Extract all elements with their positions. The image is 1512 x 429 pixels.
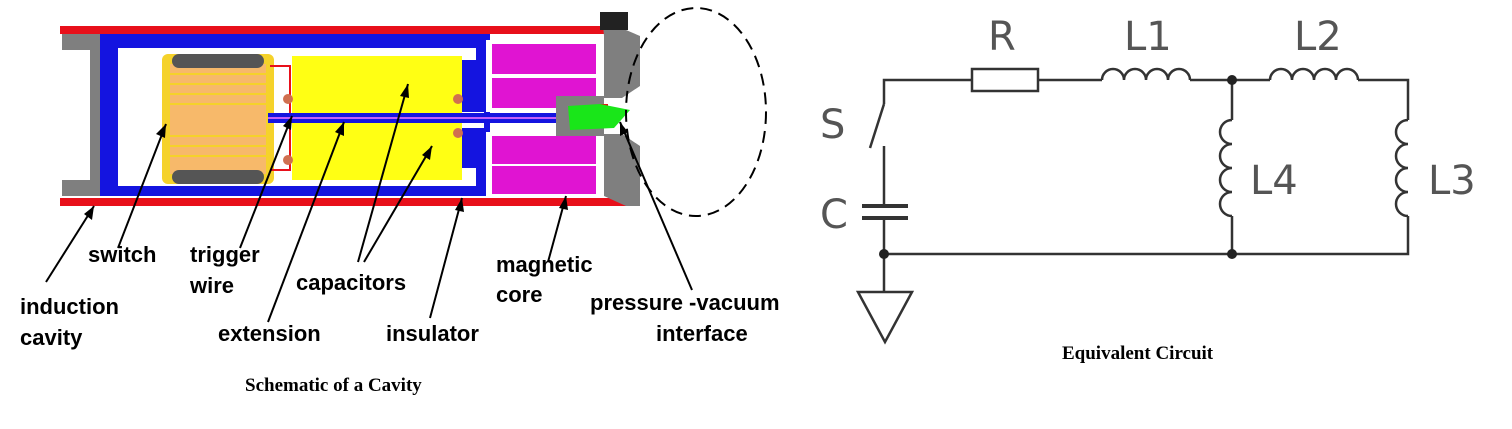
- node-left: [879, 249, 889, 259]
- capacitor-terminal: [453, 128, 463, 138]
- capacitor-terminal: [283, 94, 293, 104]
- interface-dashed-outline: [625, 7, 767, 217]
- outer-wall-bottom: [60, 198, 628, 206]
- label-l1: L1: [1124, 14, 1172, 60]
- ground-icon: [855, 290, 915, 345]
- label-trigger: trigger: [190, 242, 260, 267]
- switch-coil-windings: [166, 73, 270, 157]
- switch-s-blade: [868, 103, 886, 149]
- node-bottom: [1227, 249, 1237, 259]
- arrowhead-interface: [620, 122, 628, 136]
- arrow-capacitor-1: [357, 83, 409, 263]
- arrowhead-extension: [335, 122, 344, 136]
- arrow-insulator: [429, 197, 463, 319]
- arrowhead-trigger: [283, 116, 292, 130]
- arrowhead-switch: [156, 124, 166, 138]
- housing-right-lower: [604, 134, 640, 206]
- arrow-capacitor-2: [363, 145, 433, 263]
- label-c: C: [820, 192, 848, 238]
- housing-cap: [600, 12, 628, 30]
- label-pressure-vacuum: pressure -vacuum: [590, 290, 780, 315]
- inductor-l3: [1394, 118, 1409, 218]
- wire-l2-l3: [1358, 78, 1410, 120]
- label-core: core: [496, 282, 542, 307]
- inductor-l2: [1268, 67, 1360, 81]
- arrowhead-induction: [84, 206, 94, 220]
- inductor-l4: [1218, 118, 1233, 218]
- label-s: S: [820, 102, 845, 148]
- equivalent-circuit: S C R L1 L2 L4 L3 Equivalent Circuit: [820, 14, 1476, 364]
- pointer-lines: [45, 83, 693, 323]
- label-wire: wire: [189, 273, 234, 298]
- inductor-l1: [1100, 67, 1192, 81]
- label-magnetic: magnetic: [496, 252, 593, 277]
- arrowhead-magnetic: [559, 196, 568, 210]
- arrow-induction: [45, 205, 95, 283]
- arrowhead-insulator: [455, 198, 464, 212]
- label-switch: switch: [88, 242, 156, 267]
- label-insulator: insulator: [386, 321, 479, 346]
- arrow-trigger: [239, 115, 293, 249]
- magnetic-core: [486, 40, 602, 196]
- arrowhead-capacitor-2: [422, 146, 432, 160]
- circuit-caption: Equivalent Circuit: [1062, 343, 1214, 364]
- schematic-caption: Schematic of a Cavity: [245, 375, 422, 396]
- interface-green: [568, 104, 630, 130]
- arrow-extension: [267, 121, 345, 323]
- arrow-interface: [619, 121, 693, 291]
- outer-wall-top: [60, 26, 612, 34]
- arrow-switch: [117, 123, 167, 249]
- label-induction: induction: [20, 294, 119, 319]
- label-r: R: [988, 14, 1016, 60]
- node-top: [1227, 75, 1237, 85]
- wire-l3-bottom: [884, 216, 1410, 256]
- label-l4: L4: [1250, 158, 1298, 204]
- arrowhead-capacitor-1: [400, 84, 409, 98]
- label-l3: L3: [1428, 158, 1476, 204]
- label-l2: L2: [1294, 14, 1342, 60]
- label-extension: extension: [218, 321, 321, 346]
- housing-left: [62, 34, 100, 196]
- capacitor-terminal: [283, 155, 293, 165]
- capacitor-terminal: [453, 94, 463, 104]
- cavity-schematic: induction cavity switch trigger wire ext…: [20, 7, 780, 396]
- label-interface: interface: [656, 321, 748, 346]
- resistor-r: [970, 67, 1040, 93]
- label-cavity: cavity: [20, 325, 83, 350]
- label-capacitors: capacitors: [296, 270, 406, 295]
- wire-top: [882, 78, 972, 104]
